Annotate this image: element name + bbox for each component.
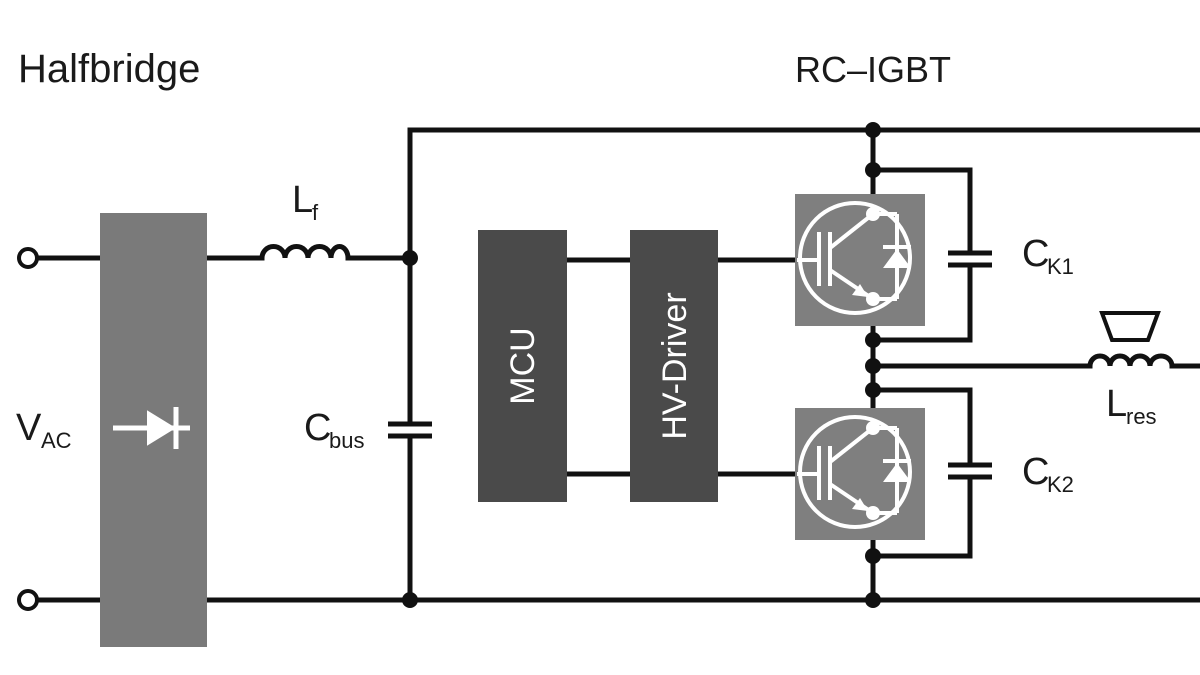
input-terminal-top bbox=[17, 247, 39, 269]
hv-driver-label: HV-Driver bbox=[656, 292, 694, 439]
capacitor-ck2 bbox=[948, 462, 992, 480]
ck1-label-sub: K1 bbox=[1047, 254, 1074, 279]
vac-label-sub: AC bbox=[41, 428, 72, 453]
rectifier-block bbox=[100, 213, 207, 647]
induction-coil-icon bbox=[1099, 311, 1161, 342]
vac-label-main: V bbox=[16, 407, 42, 449]
lres-label: L res bbox=[1106, 383, 1157, 429]
vac-label: V AC bbox=[16, 407, 72, 453]
ck1-label: C K1 bbox=[1022, 233, 1074, 279]
lf-label: L f bbox=[292, 179, 319, 225]
input-terminal-bottom bbox=[17, 589, 39, 611]
title-rc-igbt: RC–IGBT bbox=[795, 49, 951, 90]
wires bbox=[35, 127, 1200, 603]
mcu-label: MCU bbox=[504, 327, 542, 404]
junction-dots bbox=[402, 122, 881, 608]
cbus-label-main: C bbox=[304, 407, 331, 449]
igbt-bottom bbox=[795, 408, 925, 540]
cbus-label-sub: bus bbox=[329, 428, 364, 453]
diode-icon bbox=[113, 407, 190, 449]
diode-icon bbox=[883, 463, 911, 482]
lres-label-sub: res bbox=[1126, 404, 1157, 429]
capacitor-ck1 bbox=[948, 250, 992, 268]
ck2-label: C K2 bbox=[1022, 451, 1074, 497]
lres-label-main: L bbox=[1106, 383, 1127, 425]
cbus-label: C bus bbox=[304, 407, 364, 453]
ck2-label-main: C bbox=[1022, 451, 1049, 493]
lf-label-sub: f bbox=[312, 200, 319, 225]
inductor-lres bbox=[1087, 353, 1175, 367]
lf-label-main: L bbox=[292, 179, 313, 221]
hv-driver-block: HV-Driver bbox=[630, 230, 718, 502]
mcu-block: MCU bbox=[478, 230, 567, 502]
igbt-top bbox=[795, 194, 925, 326]
emitter-arrow-icon bbox=[852, 498, 868, 511]
inductor-lf bbox=[259, 244, 351, 259]
ck1-label-main: C bbox=[1022, 233, 1049, 275]
ck2-label-sub: K2 bbox=[1047, 472, 1074, 497]
diode-icon bbox=[883, 249, 911, 268]
title-halfbridge: Halfbridge bbox=[18, 47, 200, 91]
emitter-arrow-icon bbox=[852, 284, 868, 297]
capacitor-cbus bbox=[388, 421, 432, 439]
